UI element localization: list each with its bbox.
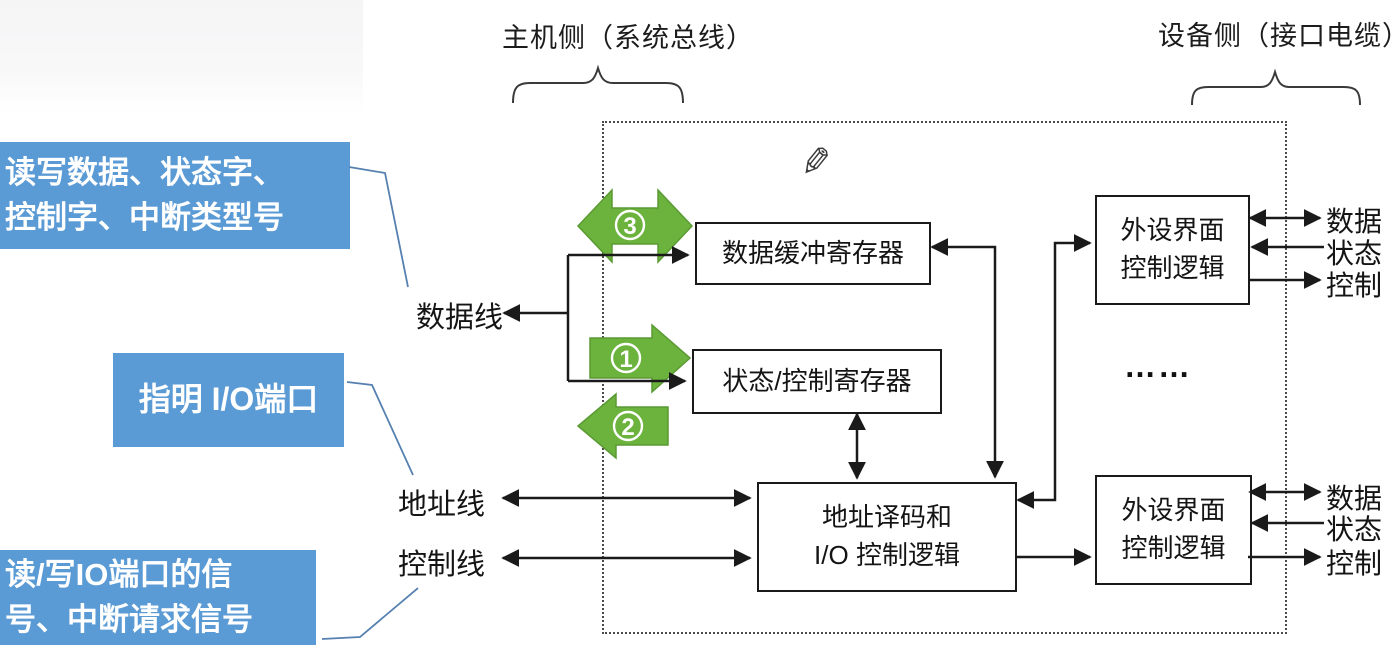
callout-read-write-signal-line1: 读/写IO端口的信 (5, 557, 233, 593)
callout-read-write-data: 读写数据、状态字、 控制字、中断类型号 (0, 142, 350, 249)
device-side-brace (1191, 68, 1361, 106)
address-decoder-block: 地址译码和 I/O 控制逻辑 (757, 482, 1017, 592)
device-status-label-bottom: 状态 (1326, 514, 1383, 545)
data-buffer-register-label: 数据缓冲寄存器 (721, 237, 904, 268)
callout-read-write-signal: 读/写IO端口的信 号、中断请求信号 (0, 550, 316, 645)
peripheral-interface-logic-top-block: 外设界面 控制逻辑 (1095, 195, 1250, 305)
peripheral-top-label-line1: 外设界面 (1120, 215, 1225, 246)
host-side-brace (512, 64, 684, 104)
address-bus-label: 地址线 (398, 489, 486, 521)
device-status-label-top: 状态 (1326, 238, 1383, 269)
address-decoder-label-line1: 地址译码和 (821, 502, 952, 533)
callout-io-port: 指明 I/O端口 (113, 353, 344, 447)
device-control-label-bottom: 控制 (1326, 548, 1383, 579)
peripheral-top-label-line2: 控制逻辑 (1120, 253, 1225, 283)
callout-read-write-signal-line2: 号、中断请求信号 (5, 601, 253, 637)
more-devices-ellipsis: …… (1124, 348, 1192, 384)
peripheral-interface-logic-bottom-block: 外设界面 控制逻辑 (1095, 475, 1252, 585)
callout-read-write-data-line2: 控制字、中断类型号 (5, 199, 284, 235)
data-bus-label: 数据线 (416, 302, 504, 334)
peripheral-bottom-label-line2: 控制逻辑 (1121, 533, 1226, 563)
device-data-label-bottom: 数据 (1326, 483, 1383, 514)
slide-background-gradient (0, 0, 363, 113)
data-buffer-register-block: 数据缓冲寄存器 (695, 222, 931, 285)
device-control-label-top: 控制 (1326, 270, 1383, 301)
device-side-label: 设备侧（接口电缆） (1158, 21, 1393, 51)
host-side-label: 主机侧（系统总线） (502, 23, 754, 53)
peripheral-bottom-label-line1: 外设界面 (1121, 495, 1226, 526)
control-bus-label: 控制线 (398, 549, 486, 581)
status-control-register-label: 状态/控制寄存器 (722, 365, 912, 396)
callout-io-port-line1: 指明 I/O端口 (138, 381, 319, 418)
status-control-register-block: 状态/控制寄存器 (692, 349, 942, 414)
callout-read-write-data-line1: 读写数据、状态字、 (5, 155, 284, 191)
pencil-icon: ✎ (797, 140, 835, 186)
device-data-label-top: 数据 (1326, 206, 1383, 237)
address-decoder-label-line2: I/O 控制逻辑 (814, 540, 960, 570)
